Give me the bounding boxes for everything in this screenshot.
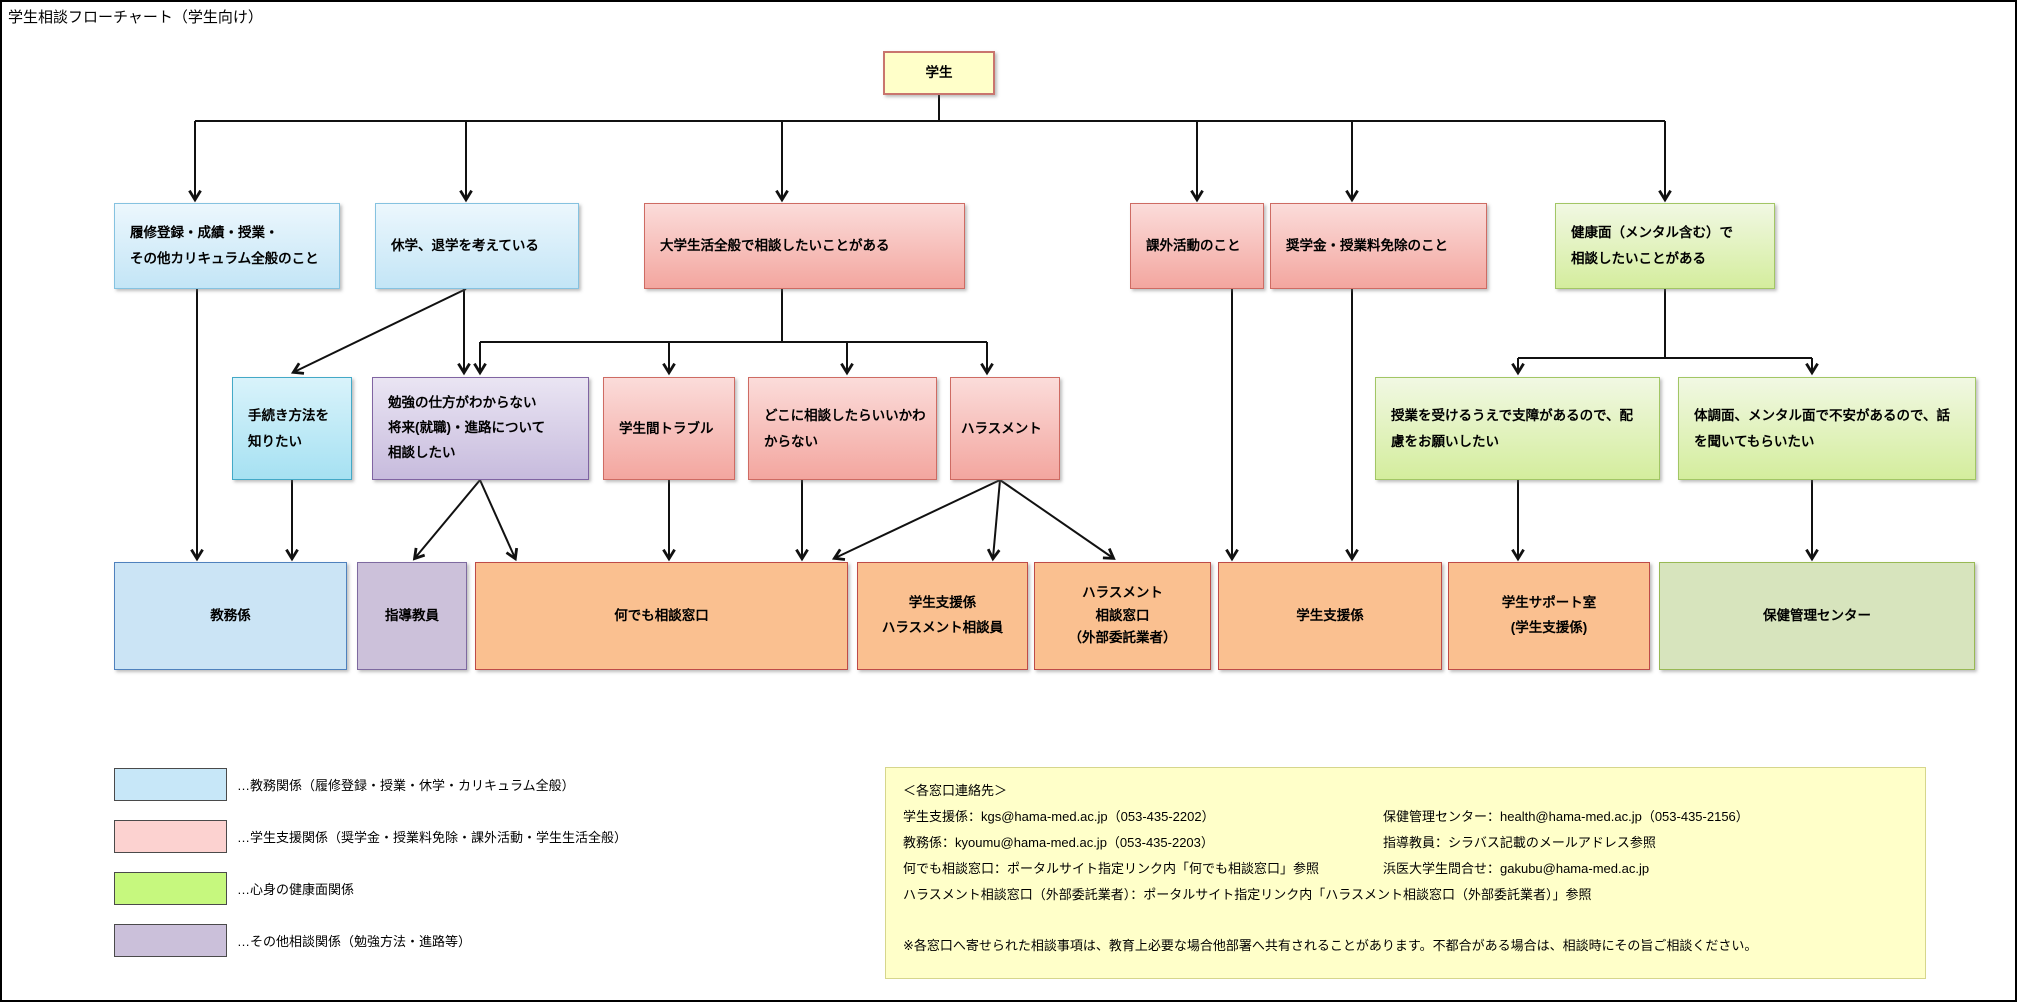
node-line: 慮をお願いしたい xyxy=(1391,433,1499,449)
node-scholarship: 奨学金・授業料免除のこと xyxy=(1270,203,1487,289)
contact-entry: 指導教員：シラバス記載のメールアドレス参照 xyxy=(1383,835,1656,850)
node-line: 手続き方法を xyxy=(248,407,329,423)
contact-entry: 浜医大学生問合せ：gakubu@hama-med.ac.jp xyxy=(1383,861,1650,876)
node-anything-consultation-desk: 何でも相談窓口 xyxy=(475,562,848,670)
legend-swatch-blue xyxy=(114,767,227,801)
connector-kyugaku-to-tetsuzuki xyxy=(290,288,467,375)
legend-label: …教務関係（履修登録・授業・休学・カリキュラム全般） xyxy=(237,777,575,793)
contact-entry: 教務係：kyoumu@hama-med.ac.jp（053-435-2203） xyxy=(903,835,1214,850)
connector-harassment-to-shienhara xyxy=(986,479,1001,562)
contact-info-panel: ＜各窓口連絡先＞ 学生支援係：kgs@hama-med.ac.jp（053-43… xyxy=(885,767,1926,979)
node-line: 健康面（メンタル含む）で xyxy=(1571,225,1733,241)
node-line: 相談したいことがある xyxy=(1571,251,1706,266)
contact-row: 学生支援係：kgs@hama-med.ac.jp（053-435-2202） 保… xyxy=(903,804,1911,830)
contact-heading: ＜各窓口連絡先＞ xyxy=(903,783,1008,798)
contact-row-full: ハラスメント相談窓口（外部委託業者）：ポータルサイト指定リンク内「ハラスメント相… xyxy=(903,887,1592,902)
node-line: 体調面、メンタル面で不安があるので、話 xyxy=(1694,407,1950,423)
node-line: 相談窓口 xyxy=(1095,607,1150,623)
node-health-concern: 健康面（メンタル含む）で 相談したいことがある xyxy=(1555,203,1775,289)
legend-item-academic: …教務関係（履修登録・授業・休学・カリキュラム全般） xyxy=(114,767,575,801)
node-line: その他カリキュラム全般のこと xyxy=(130,251,319,266)
contact-entry: 保健管理センター：health@hama-med.ac.jp（053-435-2… xyxy=(1383,809,1749,824)
connector-harassment-to-haramado xyxy=(999,479,1116,560)
legend-label: …学生支援関係（奨学金・授業料免除・課外活動・学生生活全般） xyxy=(237,829,628,845)
node-line: 学生支援係 xyxy=(908,595,977,611)
node-advisor: 指導教員 xyxy=(357,562,467,670)
contact-note: ※各窓口へ寄せられた相談事項は、教育上必要な場合他部署へ共有されることがあります… xyxy=(903,938,1758,953)
contact-entry: 学生支援係：kgs@hama-med.ac.jp（053-435-2202） xyxy=(903,809,1215,824)
node-line: 履修登録・成績・授業・ xyxy=(130,225,279,241)
legend-item-support: …学生支援関係（奨学金・授業料免除・課外活動・学生生活全般） xyxy=(114,819,627,853)
node-line: (学生支援係) xyxy=(1510,620,1588,635)
node-study-career: 勉強の仕方がわからない 将来(就職)・進路について 相談したい xyxy=(372,377,589,480)
node-line: 勉強の仕方がわからない xyxy=(388,395,537,411)
legend-swatch-purple xyxy=(114,923,227,957)
node-harassment: ハラスメント xyxy=(950,377,1060,480)
connector-benkyo-to-shido xyxy=(412,479,481,561)
node-leave-withdrawal: 休学、退学を考えている xyxy=(375,203,579,289)
node-course-registration: 履修登録・成績・授業・ その他カリキュラム全般のこと xyxy=(114,203,340,289)
node-academic-affairs: 教務係 xyxy=(114,562,347,670)
node-student-trouble: 学生間トラブル xyxy=(603,377,735,480)
node-extracurricular: 課外活動のこと xyxy=(1130,203,1264,289)
node-health-center: 保健管理センター xyxy=(1659,562,1975,670)
page-title: 学生相談フローチャート（学生向け） xyxy=(8,9,263,26)
legend-item-health: …心身の健康面関係 xyxy=(114,871,354,905)
node-dont-know-where: どこに相談したらいいかわ からない xyxy=(748,377,937,480)
node-line: （外部委託業者） xyxy=(1068,630,1177,646)
node-line: どこに相談したらいいかわ xyxy=(764,407,926,423)
node-line: ハラスメント xyxy=(1082,584,1163,600)
legend-swatch-green xyxy=(114,871,227,905)
connector-harassment-to-nandemo xyxy=(831,479,1001,561)
node-student: 学生 xyxy=(883,51,995,95)
node-line: 学生サポート室 xyxy=(1501,595,1597,611)
node-line: からない xyxy=(764,433,818,449)
connector-benkyo-to-nandemo xyxy=(479,479,519,562)
node-line: 将来(就職)・進路について xyxy=(388,420,546,436)
node-harassment-desk-external: ハラスメント 相談窓口 （外部委託業者） xyxy=(1034,562,1211,670)
node-student-support-room: 学生サポート室 (学生支援係) xyxy=(1448,562,1650,670)
contact-row: 教務係：kyoumu@hama-med.ac.jp（053-435-2203） … xyxy=(903,830,1911,856)
node-line: 授業を受けるうえで支障があるので、配 xyxy=(1391,407,1634,423)
node-line: 相談したい xyxy=(388,444,456,460)
node-class-accommodation: 授業を受けるうえで支障があるので、配 慮をお願いしたい xyxy=(1375,377,1660,480)
legend-item-other: …その他相談関係（勉強方法・進路等） xyxy=(114,923,471,957)
node-line: 知りたい xyxy=(248,433,302,449)
node-student-support-harassment-counselor: 学生支援係 ハラスメント相談員 xyxy=(857,562,1028,670)
node-procedure-info: 手続き方法を 知りたい xyxy=(232,377,352,480)
legend-label: …心身の健康面関係 xyxy=(237,881,355,897)
node-campus-life: 大学生活全般で相談したいことがある xyxy=(644,203,965,289)
contact-row: 何でも相談窓口：ポータルサイト指定リンク内「何でも相談窓口」参照 浜医大学生問合… xyxy=(903,856,1911,882)
node-student-support: 学生支援係 xyxy=(1218,562,1442,670)
legend-label: …その他相談関係（勉強方法・進路等） xyxy=(237,933,472,949)
node-line: ハラスメント相談員 xyxy=(881,620,1004,635)
legend-swatch-pink xyxy=(114,819,227,853)
node-mental-physical-anxiety: 体調面、メンタル面で不安があるので、話 を聞いてもらいたい xyxy=(1678,377,1976,480)
node-line: を聞いてもらいたい xyxy=(1694,433,1815,449)
contact-entry: 何でも相談窓口：ポータルサイト指定リンク内「何でも相談窓口」参照 xyxy=(903,861,1320,876)
